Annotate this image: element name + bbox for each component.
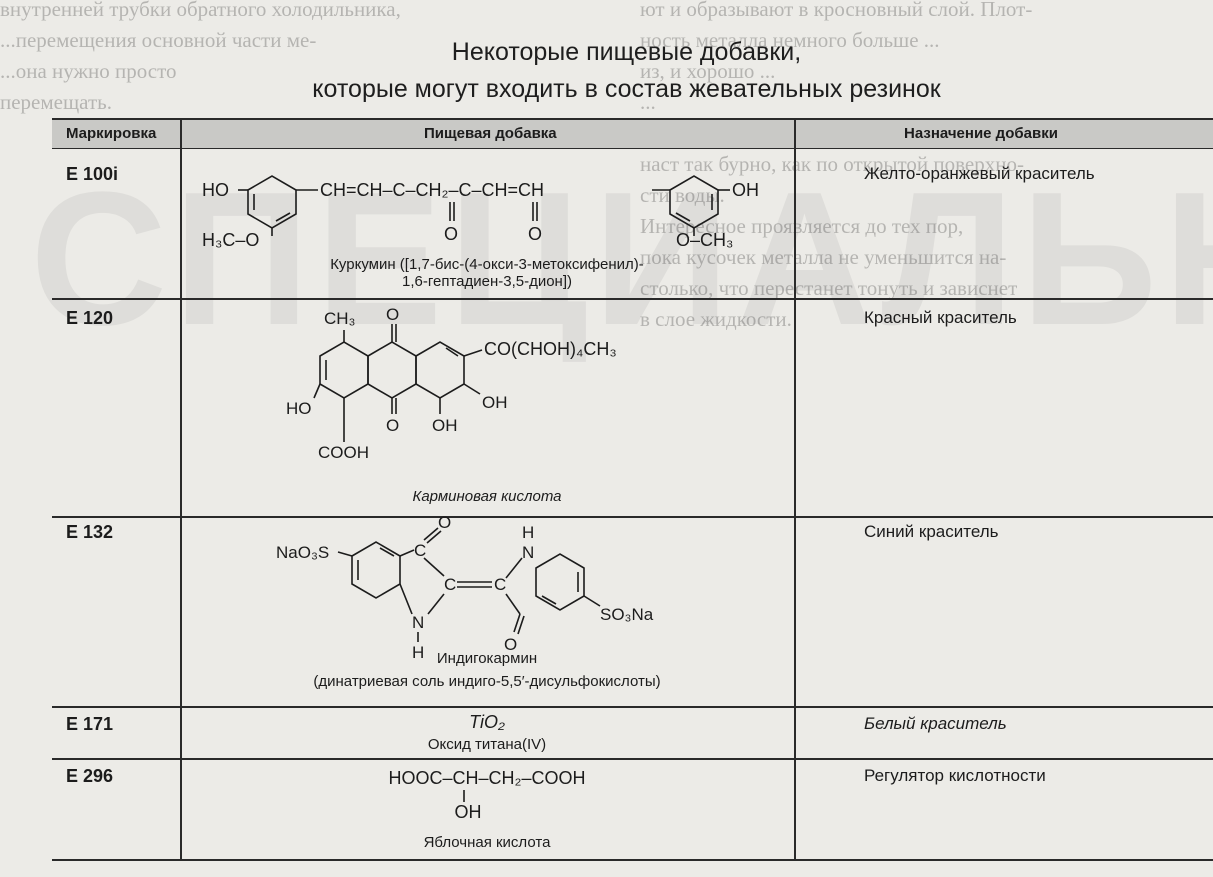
row-divider-5 (52, 859, 1213, 861)
row-divider-1 (52, 298, 1213, 300)
curcumin-structure: HO H₃C–O CH=CH–C–CH₂–C–CH=CH O O OH O–CH… (202, 175, 759, 250)
carminic-acid-name: Карминовая кислота (412, 488, 562, 505)
indigo-left-group: NaO₃S (276, 543, 329, 562)
indigo-h-right: H (522, 523, 534, 542)
row-divider-3 (52, 706, 1213, 708)
carmine-oh-right: OH (482, 393, 508, 412)
malic-acid-formula: HOOC–CH–CH₂–COOH (388, 768, 586, 788)
row-purpose: Желто-оранжевый краситель (864, 164, 1095, 183)
row-purpose: Белый краситель (864, 714, 1007, 733)
titanium-oxide-formula: TiO₂ (469, 712, 505, 732)
row-purpose: Синий краситель (864, 522, 999, 541)
indigo-h-left: H (412, 643, 424, 662)
row-divider-4 (52, 758, 1213, 760)
indigo-o-1: O (438, 513, 451, 532)
row-divider-2 (52, 516, 1213, 518)
curcumin-left-oh: HO (202, 180, 229, 200)
indigo-carmine-structure: NaO₃S C O C C N H N H O SO₃Na (276, 513, 654, 662)
column-divider-2 (794, 118, 796, 861)
table-title-line-1: Некоторые пищевые добавки, (451, 38, 802, 66)
row-code: E 296 (66, 766, 114, 786)
row-code: E 100i (66, 164, 119, 184)
row-purpose: Красный краситель (864, 308, 1017, 327)
carmine-o-top: O (386, 305, 399, 324)
header-code: Маркировка (66, 125, 157, 142)
curcumin-name: Куркумин ([1,7-бис-(4-окси-3-метоксифени… (330, 256, 644, 290)
header-purpose: Назначение добавки (904, 125, 1058, 142)
header-additive: Пищевая добавка (424, 125, 557, 142)
carmine-cooh: COOH (318, 443, 369, 462)
carmine-oh-bottom: OH (432, 416, 458, 435)
row-code: E 171 (66, 714, 114, 734)
curcumin-chain: CH=CH–C–CH₂–C–CH=CH (320, 180, 544, 200)
curcumin-oxo-1: O (444, 224, 458, 244)
table-header: Маркировка Пищевая добавка Назначение до… (52, 118, 1213, 149)
indigo-o-2: O (504, 635, 517, 654)
row-code: E 120 (66, 308, 114, 328)
carmine-oh-left: HO (286, 399, 312, 418)
malic-acid-oh: OH (454, 802, 482, 822)
carminic-acid-structure: CH₃ O O CO(CHOH)₄CH₃ HO OH OH COOH (286, 305, 617, 462)
curcumin-right-oh: OH (732, 180, 759, 200)
carmine-ch3: CH₃ (324, 309, 355, 328)
indigo-n-right: N (522, 543, 534, 562)
indigo-c-left-carbonyl: C (414, 541, 426, 560)
titanium-oxide-name: Оксид титана(IV) (427, 736, 547, 753)
row-code: E 132 (66, 522, 114, 542)
indigo-c-center-left: C (444, 575, 456, 594)
curcumin-right-ring (669, 175, 719, 229)
malic-acid-name: Яблочная кислота (423, 834, 551, 851)
indigo-right-group: SO₃Na (600, 605, 654, 624)
curcumin-right-ome: O–CH₃ (676, 230, 733, 250)
indigo-n-left: N (412, 613, 424, 632)
malic-acid-branch (463, 790, 465, 802)
table-title-line-2: которые могут входить в состав жевательн… (312, 75, 941, 103)
additives-table: Маркировка Пищевая добавка Назначение до… (52, 118, 1213, 866)
row-purpose: Регулятор кислотности (864, 766, 1046, 785)
curcumin-left-ring (247, 175, 297, 229)
column-divider-1 (180, 118, 182, 861)
indigo-c-center-right: C (494, 575, 506, 594)
carmine-side-chain: CO(CHOH)₄CH₃ (484, 339, 617, 359)
curcumin-oxo-2: O (528, 224, 542, 244)
curcumin-left-ome: H₃C–O (202, 230, 259, 250)
indigo-carmine-name: Индигокармин (динатриевая соль индиго-5,… (313, 650, 661, 690)
carmine-o-bottom: O (386, 416, 399, 435)
